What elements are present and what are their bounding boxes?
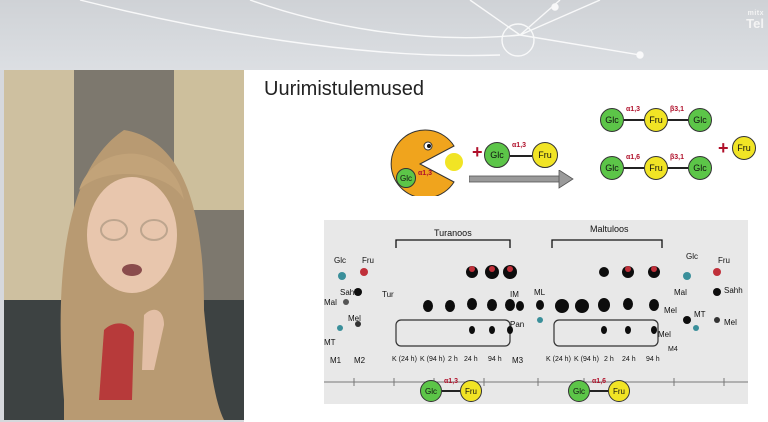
presenter-video	[4, 70, 244, 420]
std-label: ML	[534, 288, 546, 297]
lane-label: K (94 h)	[420, 356, 445, 363]
enzyme-bond-label: α1,3	[418, 170, 433, 177]
strip1-bond-label: α1,3	[444, 378, 459, 385]
std-label: Sahh	[340, 288, 359, 297]
substrate-bond	[510, 155, 532, 157]
enzyme-icon	[390, 129, 463, 196]
std-label: Fru	[362, 256, 374, 265]
strip2-bond-label: α1,6	[592, 378, 607, 385]
product1-glc-c: Glc	[688, 108, 712, 132]
std-label: MT	[324, 338, 336, 347]
tlc-plate-image: Turanoos Maltuloos Glc Fru Sahh Mal Tur …	[324, 220, 748, 404]
network-decoration	[79, 0, 644, 59]
lane-label: M3	[512, 356, 524, 365]
std-label: Tur	[382, 290, 394, 299]
slide-title: Uurimistulemused	[264, 78, 425, 100]
extra-fru-node: Fru	[732, 136, 756, 160]
std-label: Mel	[658, 330, 671, 339]
lane-label: K (94 h)	[574, 356, 599, 363]
strip2-glc: Glc	[568, 380, 590, 402]
substrate-bond-label: α1,3	[512, 142, 527, 149]
std-label: Mal	[674, 288, 687, 297]
lane-label: 24 h	[464, 356, 478, 363]
product2-glc-c: Glc	[688, 156, 712, 180]
webcam-feed	[4, 70, 244, 420]
strip2-bond	[590, 390, 608, 392]
lane-label: 2 h	[604, 356, 614, 363]
std-label: Fru	[718, 256, 730, 265]
std-label: Mel	[724, 318, 737, 327]
lane-label: M2	[354, 356, 366, 365]
strip1-fru: Fru	[460, 380, 482, 402]
lane-label: 2 h	[448, 356, 458, 363]
product2-bond1-label: α1,6	[626, 154, 641, 161]
std-label: Glc	[686, 252, 698, 261]
substrate-glc-node: Glc	[484, 142, 510, 168]
reaction-arrow-icon	[469, 170, 574, 189]
product1-bond2-label: β3,1	[670, 106, 685, 113]
product2-bond2-label: β3,1	[670, 154, 685, 161]
std-label: MT	[694, 310, 706, 319]
product1-bond1	[624, 119, 644, 121]
substrate-fru-node: Fru	[532, 142, 558, 168]
product2-bond2	[668, 167, 688, 169]
group-label-maltuloos: Maltuloos	[590, 224, 629, 234]
plus-sign: +	[472, 142, 483, 162]
plus-sign-2: +	[718, 138, 729, 158]
lane-label: K (24 h)	[546, 356, 571, 363]
product2-fru: Fru	[644, 156, 668, 180]
product1-fru: Fru	[644, 108, 668, 132]
strip1-bond	[442, 390, 460, 392]
lane-label: 94 h	[646, 356, 660, 363]
std-label: Pan	[510, 320, 525, 329]
group-label-turanoos: Turanoos	[434, 228, 472, 238]
product2-glc-a: Glc	[600, 156, 624, 180]
product1-bond1-label: α1,3	[626, 106, 641, 113]
std-label: IM	[510, 290, 519, 299]
lane-label: M1	[330, 356, 342, 365]
tlc-spots	[324, 239, 748, 386]
std-label: Mel	[664, 306, 677, 315]
product2-bond1	[624, 167, 644, 169]
std-label: Mel	[348, 314, 361, 323]
std-label: Sahh	[724, 286, 743, 295]
std-label: Glc	[334, 256, 346, 265]
lane-label: M4	[668, 346, 678, 353]
lane-label: 94 h	[488, 356, 502, 363]
lane-label: K (24 h)	[392, 356, 417, 363]
strip2-fru: Fru	[608, 380, 630, 402]
std-label: Mal	[324, 298, 337, 307]
enzyme-glc-node: Glc	[396, 168, 416, 188]
lane-label: 24 h	[622, 356, 636, 363]
strip1-glc: Glc	[420, 380, 442, 402]
presentation-slide: Uurimistulemused Glc α1,3 + Glc α1,3 Fru…	[244, 70, 768, 422]
brand-logo: mitx Tel	[746, 10, 764, 31]
product1-glc-a: Glc	[600, 108, 624, 132]
product1-bond2	[668, 119, 688, 121]
